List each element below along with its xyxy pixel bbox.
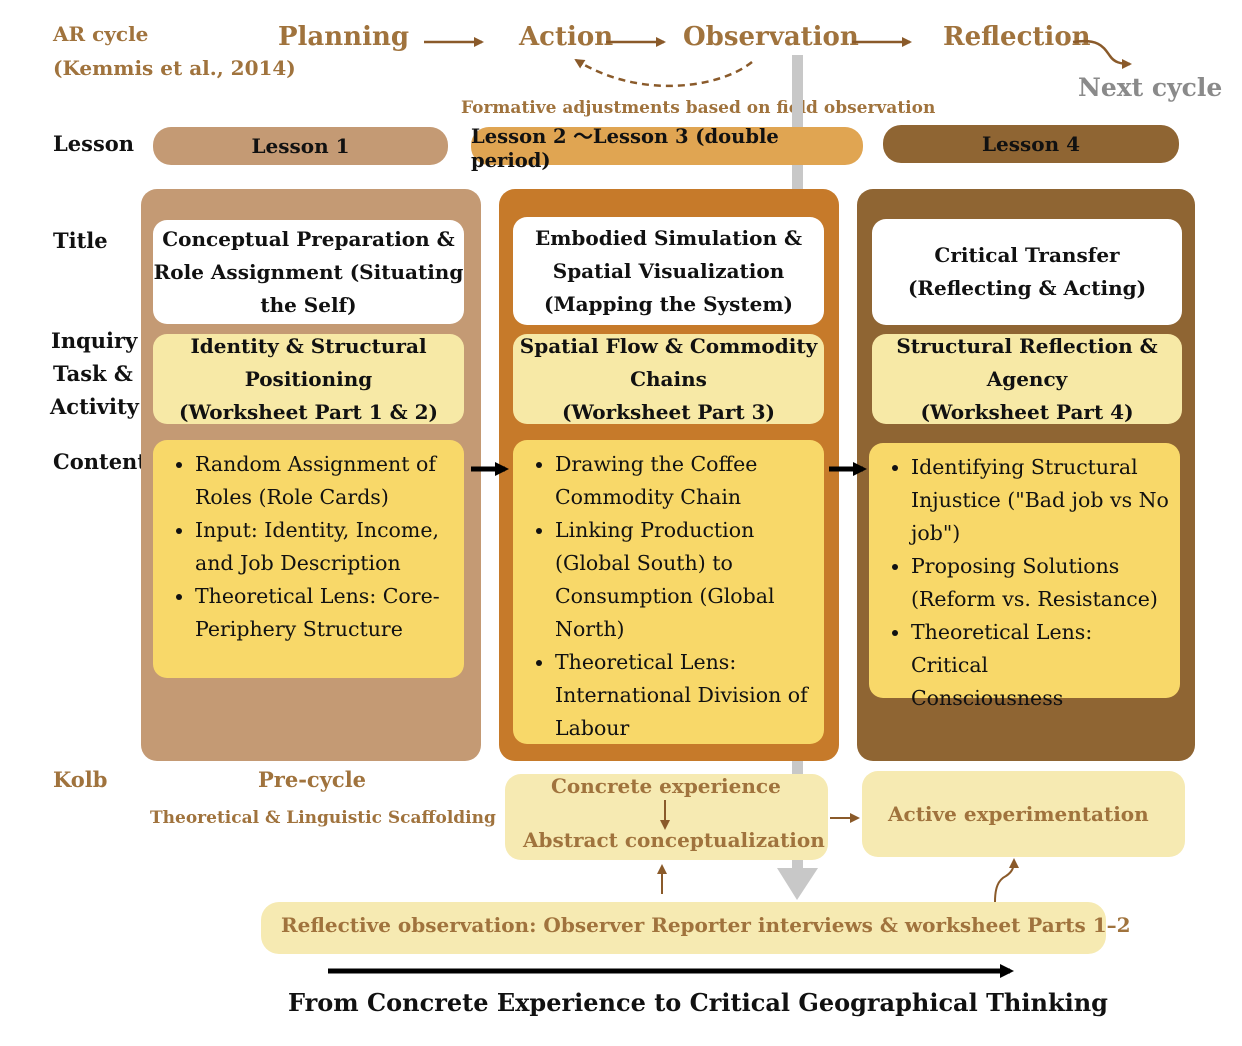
title-line: Critical Transfer <box>934 243 1120 267</box>
inquiry-line: Spatial Flow & Commodity <box>519 333 818 358</box>
title-line: (Reflecting & Acting) <box>907 276 1147 300</box>
inquiry-line: (Worksheet Part 4) <box>920 399 1134 424</box>
kolb-reflective: Reflective observation: Observer Reporte… <box>281 913 1131 937</box>
row-label-inquiry-2: Task & <box>53 361 133 386</box>
row-label-inquiry-3: Activity <box>50 394 139 419</box>
content-item: Theoretical Lens:International Division … <box>555 646 814 745</box>
arrow-reflective-to-active <box>994 858 1019 903</box>
kolb-concrete-abstract-box <box>505 774 828 860</box>
row-label-title: Title <box>53 228 108 253</box>
footer-caption: From Concrete Experience to Critical Geo… <box>288 988 1108 1017</box>
next-cycle-label: Next cycle <box>1078 73 1223 102</box>
row-label-content: Content <box>53 449 148 474</box>
lesson-4-inquiry-card: Structural Reflection & Agency (Worksheet … <box>872 334 1182 424</box>
kolb-active-box <box>862 771 1185 857</box>
lesson-1-pill: Lesson 1 <box>153 127 448 165</box>
title-line: Embodied Simulation & <box>534 225 803 250</box>
content-item: Linking Production(Global South) toConsu… <box>555 514 814 646</box>
title-line: Conceptual Preparation & <box>162 226 455 251</box>
inquiry-line: Positioning <box>244 366 373 391</box>
phase-action: Action <box>519 22 614 52</box>
observation-line-top <box>792 55 803 190</box>
row-label-lesson: Lesson <box>53 131 135 156</box>
lesson-4-pill: Lesson 4 <box>883 125 1179 163</box>
kolb-abstract: Abstract conceptualization <box>523 828 825 852</box>
phase-observation: Observation <box>683 22 859 52</box>
ar-cycle-label: AR cycle <box>53 22 149 46</box>
lesson-2-3-title-card: Embodied Simulation & Spatial Visualizati… <box>513 217 824 325</box>
inquiry-line: (Worksheet Part 1 & 2) <box>179 399 438 424</box>
title-line: Spatial Visualization <box>552 258 785 283</box>
content-item: Proposing Solutions(Reform vs. Resistanc… <box>911 550 1170 616</box>
inquiry-line: Identity & Structural <box>190 333 427 358</box>
phase-planning: Planning <box>278 22 410 52</box>
kolb-precycle: Pre-cycle <box>258 767 367 792</box>
lesson-1-title-card: Conceptual Preparation & Role Assignment … <box>153 220 464 324</box>
kolb-reflective-box <box>261 902 1106 954</box>
ar-cycle-citation: (Kemmis et al., 2014) <box>53 56 296 80</box>
arrow-next-cycle <box>1072 39 1132 69</box>
kolb-active: Active experimentation <box>888 802 1149 826</box>
inquiry-line: Structural Reflection & <box>896 333 1158 358</box>
content-item: Input: Identity, Income,and Job Descript… <box>195 514 454 580</box>
content-item: Theoretical Lens: Core-Periphery Structu… <box>195 580 454 646</box>
row-label-inquiry-1: Inquiry <box>51 328 138 353</box>
kolb-concrete: Concrete experience <box>551 774 781 798</box>
phase-reflection: Reflection <box>943 22 1091 52</box>
lesson-4-title-card: Critical Transfer (Reflecting & Acting) <box>872 219 1182 325</box>
title-line: Role Assignment (Situating <box>153 259 464 284</box>
formative-note: Formative adjustments based on field obs… <box>461 98 936 118</box>
kolb-scaffolding: Theoretical & Linguistic Scaffolding <box>150 808 496 828</box>
inquiry-line: Chains <box>630 366 707 391</box>
formative-dashed-arrow <box>574 58 753 88</box>
inquiry-line: (Worksheet Part 3) <box>561 399 776 424</box>
observation-arrowhead <box>777 868 818 900</box>
inquiry-line: Agency <box>986 366 1068 391</box>
title-line: (Mapping the System) <box>544 291 793 316</box>
title-line: the Self) <box>260 292 357 317</box>
row-label-kolb: Kolb <box>53 767 108 792</box>
